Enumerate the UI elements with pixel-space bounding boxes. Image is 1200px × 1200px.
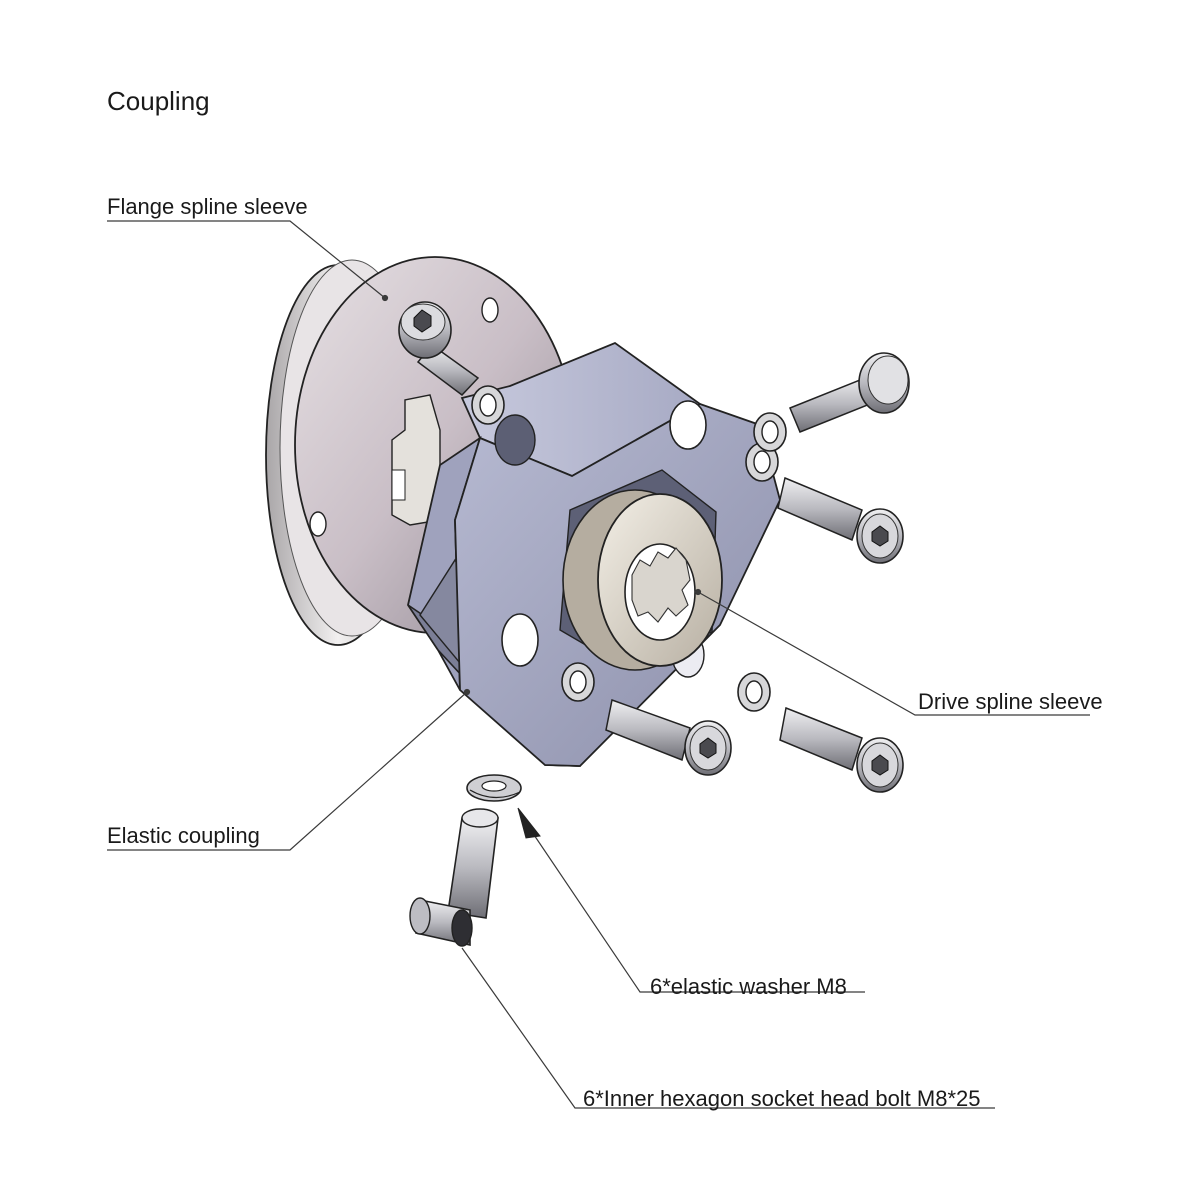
elastic-washer-exploded bbox=[466, 774, 522, 802]
leader-drive-dot bbox=[694, 588, 702, 596]
label-socket-bolt: 6*Inner hexagon socket head bolt M8*25 bbox=[583, 1086, 981, 1111]
leader-drive-spline-sleeve bbox=[697, 591, 1090, 716]
diagram-title: Coupling bbox=[107, 86, 210, 116]
label-elastic-coupling: Elastic coupling bbox=[107, 823, 260, 848]
socket-bolt-bottom-right bbox=[779, 706, 904, 793]
leader-elastic-washer bbox=[527, 825, 865, 993]
elastic-washer-bottom-left bbox=[561, 662, 595, 702]
label-elastic-washer: 6*elastic washer M8 bbox=[650, 974, 847, 999]
elastic-washer-right-mid bbox=[753, 412, 787, 452]
leader-flange-spline-sleeve bbox=[107, 220, 386, 299]
socket-bolt-top-right bbox=[789, 352, 910, 433]
leader-elastic-coupling bbox=[107, 691, 468, 851]
leader-washer-arrowhead bbox=[517, 807, 541, 839]
leader-elastic-dot bbox=[463, 688, 471, 696]
drive-spline-sleeve bbox=[562, 489, 723, 671]
socket-bolt-right-middle bbox=[777, 476, 904, 564]
socket-bolt-exploded bbox=[409, 808, 499, 947]
leader-lines bbox=[107, 220, 1090, 1109]
leader-socket-bolt bbox=[461, 947, 995, 1109]
elastic-washer-bottom-right bbox=[737, 672, 771, 712]
elastic-washer-top-left bbox=[471, 385, 505, 425]
label-drive-spline-sleeve: Drive spline sleeve bbox=[918, 689, 1103, 714]
socket-bolt-bottom-center bbox=[605, 699, 732, 776]
socket-bolt-flange bbox=[398, 301, 480, 397]
leader-flange-dot bbox=[381, 294, 389, 302]
label-flange-spline-sleeve: Flange spline sleeve bbox=[107, 194, 308, 219]
